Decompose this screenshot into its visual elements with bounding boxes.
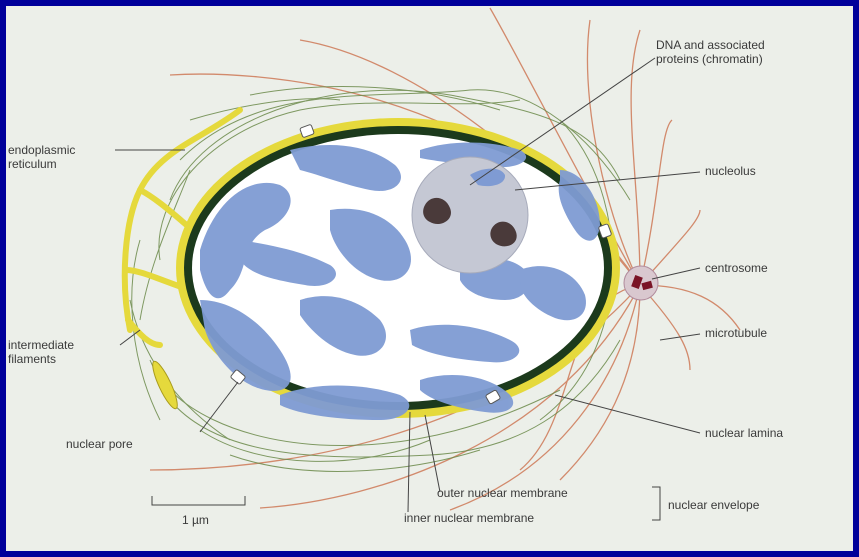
leader-outer-membrane bbox=[425, 415, 440, 492]
label-dna-line-2: proteins (chromatin) bbox=[656, 52, 826, 66]
label-nucleolus: nucleolus bbox=[705, 164, 756, 178]
label-dna-chromatin: DNA and associated proteins (chromatin) bbox=[656, 38, 826, 66]
nucleolus bbox=[412, 157, 528, 273]
label-intermediate-line-2: filaments bbox=[8, 352, 128, 366]
label-nuclear-lamina: nuclear lamina bbox=[705, 426, 783, 440]
label-endoplasmic-reticulum: endoplasmic reticulum bbox=[8, 143, 128, 171]
label-outer-nuclear-membrane: outer nuclear membrane bbox=[437, 486, 568, 500]
er-fragment bbox=[149, 359, 182, 411]
leader-microtubule bbox=[660, 334, 700, 340]
label-er-line-1: endoplasmic bbox=[8, 143, 128, 157]
leader-lamina bbox=[555, 395, 700, 433]
envelope-bracket bbox=[652, 487, 660, 520]
label-microtubule: microtubule bbox=[705, 326, 767, 340]
label-intermediate-filaments: intermediate filaments bbox=[8, 338, 128, 366]
label-nuclear-pore: nuclear pore bbox=[66, 437, 133, 451]
label-nuclear-envelope: nuclear envelope bbox=[668, 498, 759, 512]
label-inner-nuclear-membrane: inner nuclear membrane bbox=[404, 511, 534, 525]
label-centrosome: centrosome bbox=[705, 261, 768, 275]
leader-inner-membrane bbox=[408, 412, 410, 512]
leader-centrosome bbox=[652, 268, 700, 279]
label-er-line-2: reticulum bbox=[8, 157, 128, 171]
label-scale: 1 µm bbox=[182, 513, 209, 527]
scale-bar bbox=[152, 496, 245, 505]
leader-pore bbox=[200, 382, 238, 432]
centrosome bbox=[624, 266, 658, 300]
leader-dna bbox=[470, 58, 655, 185]
label-dna-line-1: DNA and associated bbox=[656, 38, 826, 52]
label-intermediate-line-1: intermediate bbox=[8, 338, 128, 352]
